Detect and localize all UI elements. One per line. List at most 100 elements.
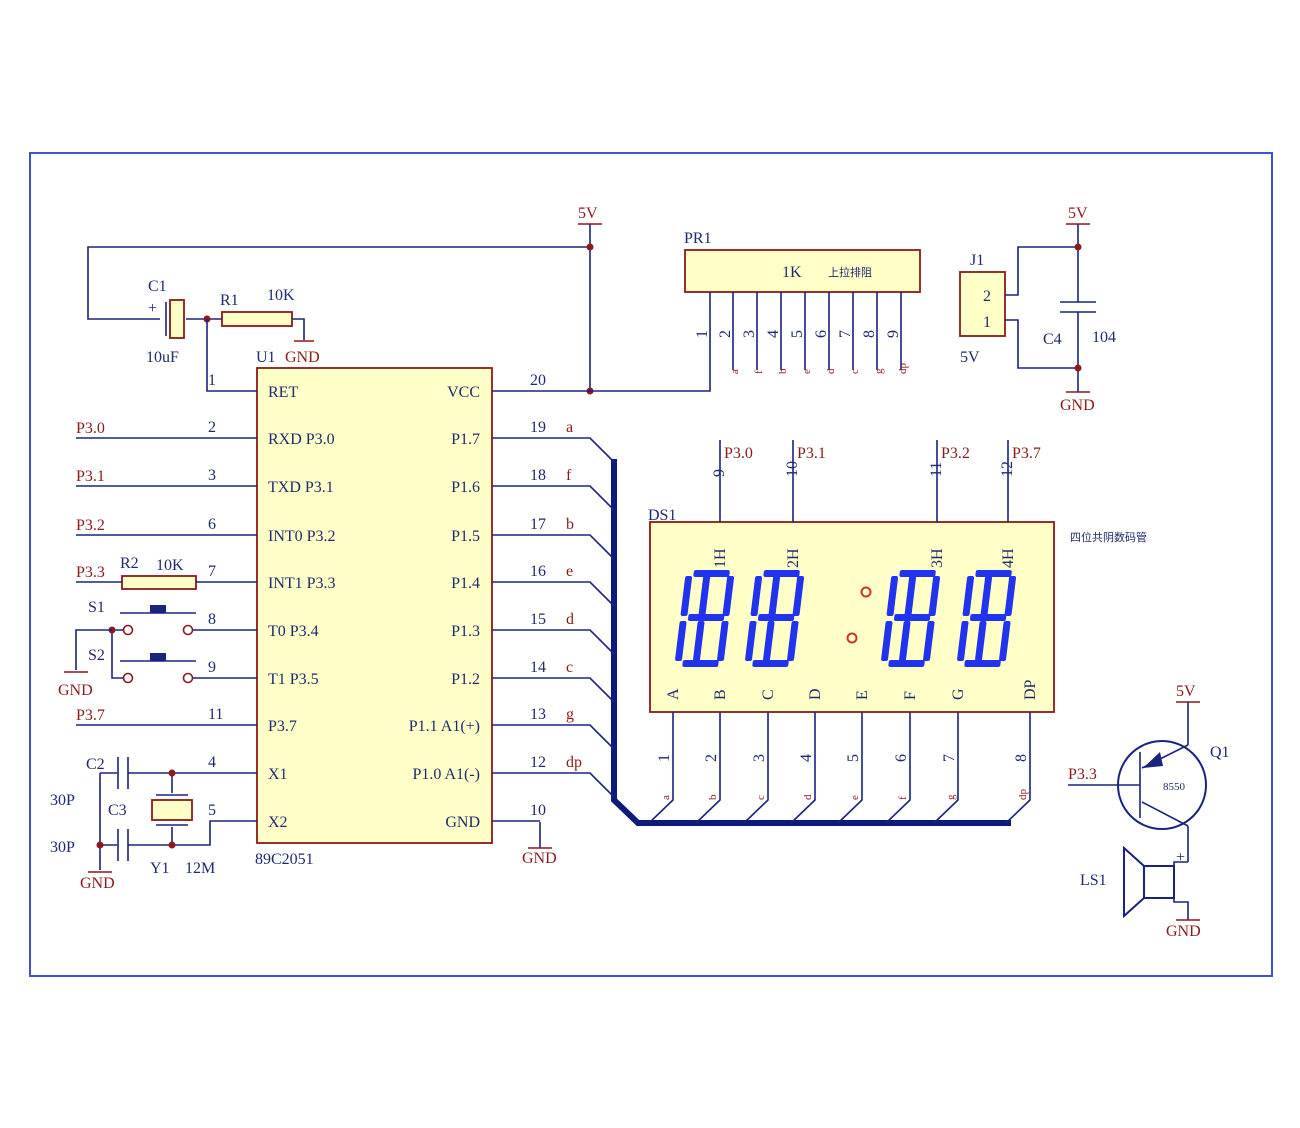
c3-ref: C3: [108, 802, 127, 819]
led-segment: [745, 621, 757, 661]
pr1-signal-label: b: [777, 368, 789, 374]
seven-segment-digit: [957, 570, 1017, 667]
pr1-resistor-network: PR1 1K 上拉排阻: [684, 230, 921, 293]
seven-segment-digit: [745, 570, 805, 667]
gnd-label-crystal: GND: [80, 875, 115, 892]
y1-value: 12M: [185, 860, 215, 877]
led-segment: [693, 621, 705, 661]
pr1-value: 1K: [782, 264, 802, 281]
r2-value: 10K: [156, 557, 184, 574]
c1-value: 10uF: [146, 349, 179, 366]
mcu-pin-number: 3: [208, 467, 216, 484]
led-segment: [717, 621, 729, 661]
ds1-ref: DS1: [648, 507, 676, 524]
j1-pin1: 1: [983, 314, 991, 331]
mcu-pin-number: 18: [530, 467, 546, 484]
digit-pin-number: 10: [784, 461, 801, 477]
seven-segment-digit: [675, 570, 735, 667]
mcu-pin-name: P1.0 A1(-): [412, 766, 480, 783]
mcu-part-number: 89C2051: [255, 851, 314, 868]
mcu-pin-name: P1.6: [451, 479, 480, 496]
display-colon: [846, 586, 872, 644]
pr1-pin-number: 7: [837, 330, 854, 338]
mcu-signal-label: b: [566, 516, 574, 533]
led-segment: [975, 570, 1012, 577]
led-segment: [680, 576, 693, 616]
vcc-rail: 5V: [492, 205, 711, 395]
mcu-pin-number: 2: [208, 419, 216, 436]
segment-label: G: [950, 688, 967, 700]
pr1-signal-label: a: [729, 369, 741, 374]
ds1-desc: 四位共阴数码管: [1070, 530, 1147, 544]
mcu-pin-name: RET: [268, 384, 298, 401]
mcu-pin-name: X2: [268, 814, 288, 831]
mcu-signal-label: f: [566, 467, 572, 484]
reset-circuit: C1 + 10uF R1 10K GND: [87, 246, 590, 392]
led-segment: [964, 660, 1001, 667]
led-segment: [899, 621, 911, 661]
digit-pin-number: 9: [711, 469, 728, 477]
q1-value: 8550: [1163, 781, 1186, 793]
j1-ref: J1: [970, 252, 984, 269]
digit-label: 3H: [929, 548, 946, 568]
led-segment: [923, 621, 935, 661]
mcu-pin-number: 17: [530, 516, 546, 533]
s1-ref: S1: [88, 599, 105, 616]
mcu-pin-number: 15: [530, 611, 546, 628]
led-segment: [957, 621, 969, 661]
segment-signal-label: d: [802, 794, 814, 800]
net-label: P3.7: [76, 707, 105, 724]
mcu-pin-name: INT0 P3.2: [268, 528, 336, 545]
pr1-pin-number: 5: [789, 330, 806, 338]
pr1-desc: 上拉排阻: [828, 265, 872, 279]
segment-label: D: [807, 688, 824, 700]
segment-bus: [611, 459, 1011, 826]
segment-label: B: [712, 689, 729, 700]
mcu-pin-number: 19: [530, 419, 546, 436]
segment-signal-label: c: [755, 795, 767, 800]
gnd-label-r1: GND: [285, 349, 320, 366]
mcu-pin-number: 7: [208, 563, 216, 580]
mcu-pin-name: INT1 P3.3: [268, 575, 336, 592]
mcu-signal-label: e: [566, 563, 573, 580]
buzzer-ls1: + GND LS1: [1080, 826, 1201, 940]
led-segment: [886, 576, 899, 616]
transistor-q1: 5V P3.3 Q1 8550: [1068, 683, 1230, 830]
digit-pin-number: 12: [999, 461, 1016, 477]
mcu-signal-label: c: [566, 659, 573, 676]
led-segment: [768, 576, 781, 616]
schematic-frame: [29, 152, 1273, 977]
mcu-pin-number: 4: [208, 754, 216, 771]
mcu-pin-name: P1.4: [451, 575, 480, 592]
pr1-pin-number: 4: [765, 330, 782, 338]
segment-signal-label: dp: [1017, 789, 1029, 801]
pr1-pin-number: 2: [717, 330, 734, 338]
led-segment: [893, 614, 931, 621]
mcu-pin-name: P1.2: [451, 671, 480, 688]
mcu-pin-name: TXD P3.1: [268, 479, 334, 496]
bus-entries-mcu: [492, 437, 615, 798]
switch-s1: S1: [88, 599, 257, 636]
mcu-pin-number: 12: [530, 754, 546, 771]
mcu-pin-number: 9: [208, 659, 216, 676]
mcu-pin-number: 5: [208, 802, 216, 819]
segment-pin-number: 5: [845, 754, 862, 762]
led-segment: [763, 570, 800, 577]
mcu-pin-name: RXD P3.0: [268, 431, 335, 448]
digit-label: 1H: [712, 548, 729, 568]
mcu-u1: U1 89C2051: [255, 349, 493, 868]
led-segment: [980, 576, 993, 616]
pr1-signal-label: f: [753, 370, 765, 374]
mcu-pin-name: P1.5: [451, 528, 480, 545]
net-label: P3.0: [76, 420, 105, 437]
led-segment: [722, 576, 735, 616]
power-connector-j1: J1 2 1 5V: [959, 246, 1078, 369]
led-segment: [693, 570, 730, 577]
mcu-signal-label: d: [566, 611, 574, 628]
segment-label: A: [665, 688, 682, 700]
led-segment: [962, 576, 975, 616]
led-segment: [750, 576, 763, 616]
mcu-pin-name: P1.1 A1(+): [409, 718, 480, 735]
segment-signal-label: a: [660, 795, 672, 800]
